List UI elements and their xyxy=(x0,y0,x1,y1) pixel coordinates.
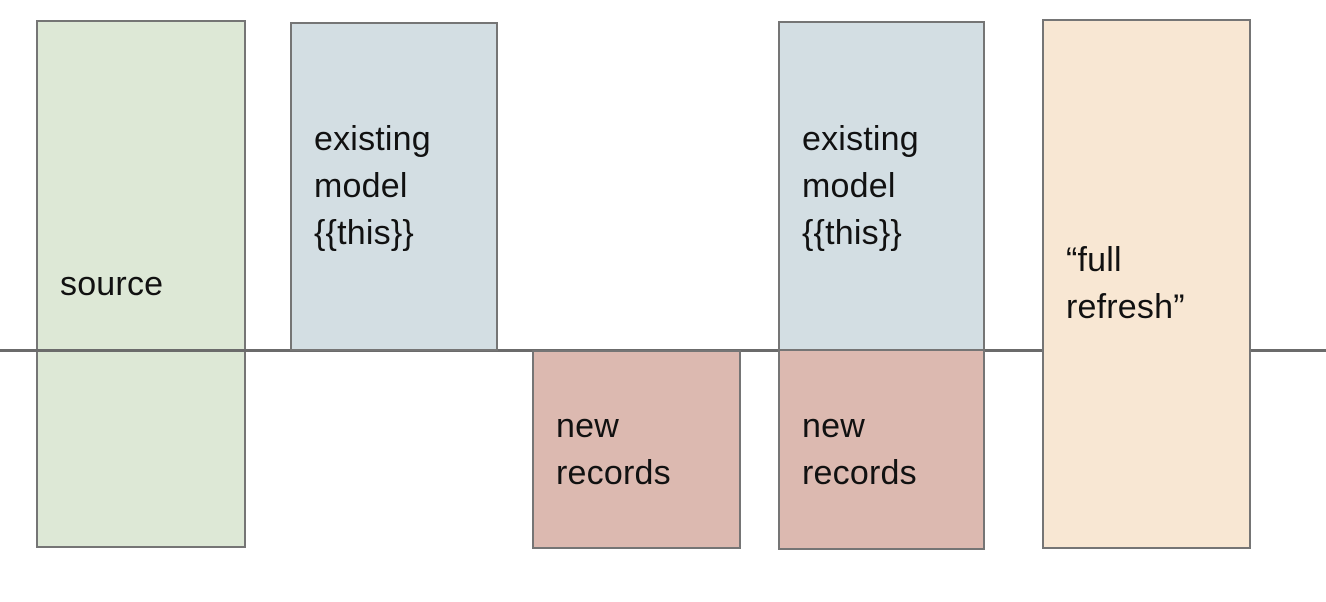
existing-model-box-2-label: existing model {{this}} xyxy=(802,119,919,252)
new-records-box-1: new records xyxy=(532,350,741,549)
existing-model-box-1: existing model {{this}} xyxy=(290,22,498,351)
new-records-box-1-label: new records xyxy=(556,406,671,492)
source-box: source xyxy=(36,20,246,548)
full-refresh-box-label: “full refresh” xyxy=(1066,241,1185,326)
existing-model-box-1-label: existing model {{this}} xyxy=(314,120,431,252)
full-refresh-box: “full refresh” xyxy=(1042,19,1251,549)
new-records-box-2: new records xyxy=(778,349,985,550)
source-box-label: source xyxy=(60,264,164,303)
new-records-box-2-label: new records xyxy=(802,406,917,492)
existing-model-box-2: existing model {{this}} xyxy=(778,21,985,351)
